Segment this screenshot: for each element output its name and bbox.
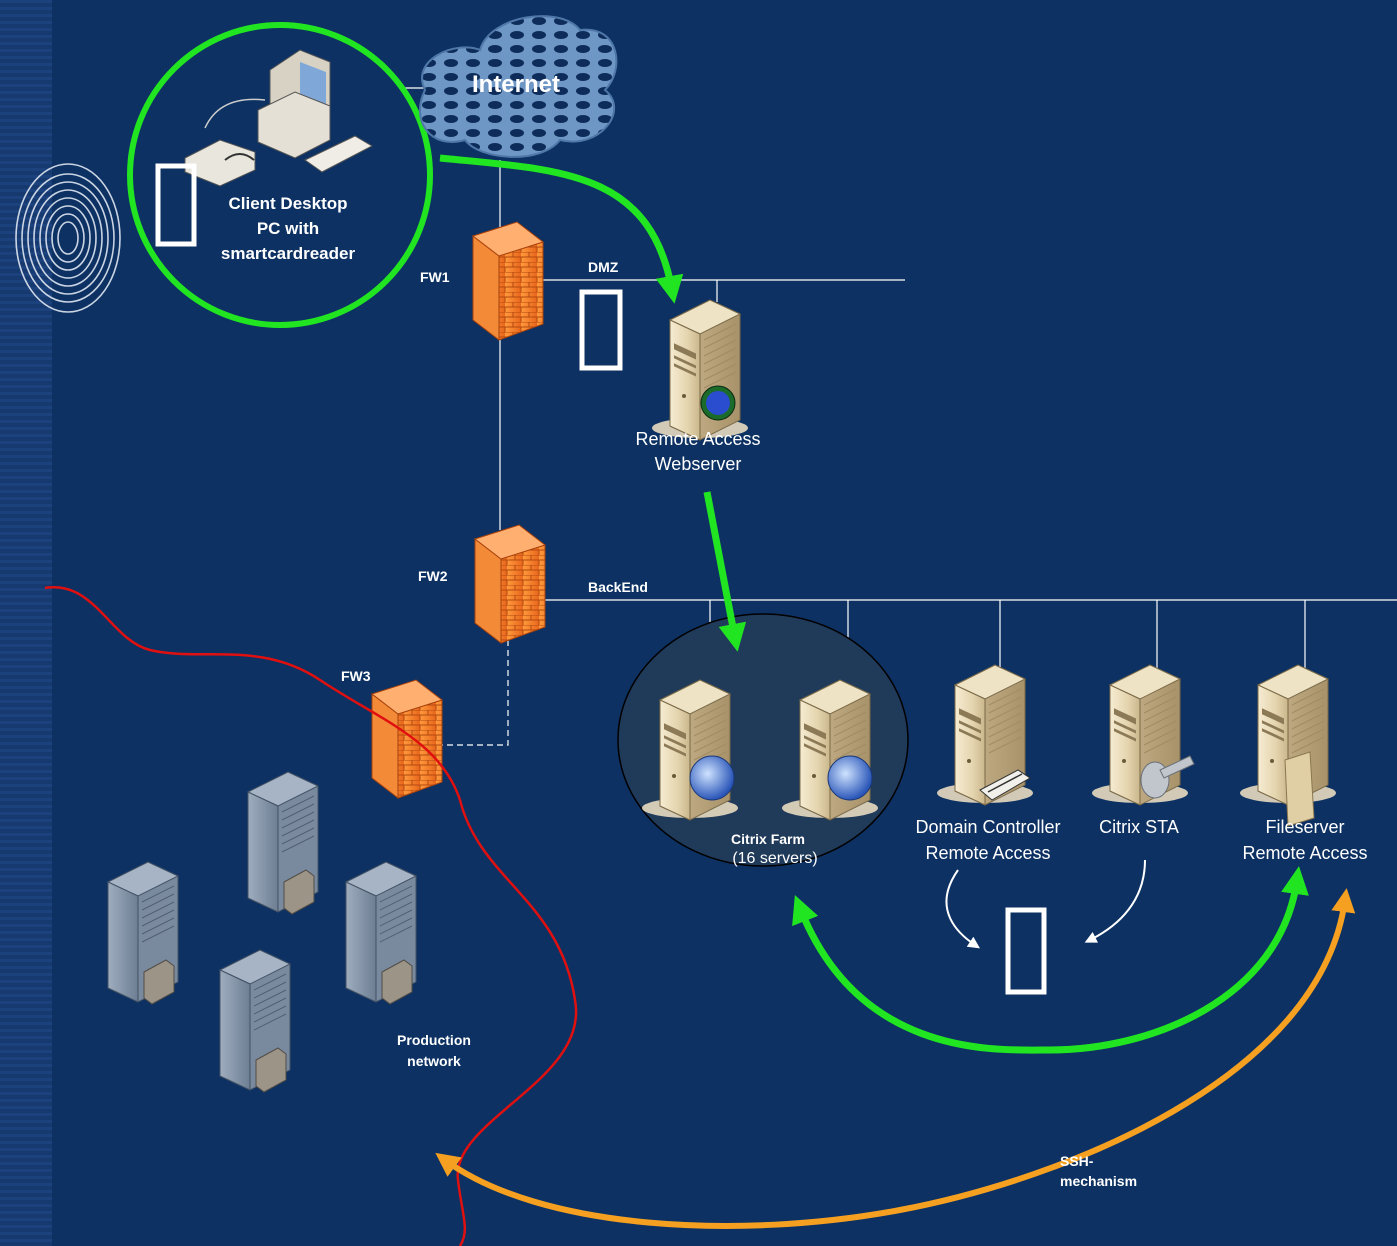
webserver-label-line1: Remote Access bbox=[635, 429, 760, 449]
webserver-to-citrix-arrow bbox=[703, 491, 747, 652]
backend-label: BackEnd bbox=[588, 579, 648, 595]
citrix-farm-count: (16 servers) bbox=[732, 850, 817, 867]
domain-controller-label-line2: Remote Access bbox=[925, 843, 1050, 863]
firewall-fw3-icon bbox=[371, 679, 443, 799]
dmz-certificate-icon bbox=[579, 289, 623, 371]
production-label-line1: Production bbox=[397, 1032, 471, 1048]
ssh-mechanism-arrow bbox=[435, 888, 1356, 1229]
smartcard-icon bbox=[155, 163, 197, 247]
webserver-icon[interactable] bbox=[651, 299, 749, 441]
firewall-fw1-icon bbox=[472, 221, 544, 341]
fw3-label: FW3 bbox=[341, 668, 371, 684]
webserver-label-line2: Webserver bbox=[655, 454, 742, 474]
client-to-webserver-arrow bbox=[439, 154, 684, 304]
fileserver-label-line1: Fileserver bbox=[1265, 817, 1344, 837]
client-desktop-pc[interactable] bbox=[127, 22, 433, 328]
dc-to-cert-arrow bbox=[945, 869, 980, 949]
citrix-fileserver-arrow bbox=[792, 866, 1309, 1054]
domain-controller-label-line1: Domain Controller bbox=[915, 817, 1060, 837]
dmz-label: DMZ bbox=[588, 259, 619, 275]
ssh-label-line1: SSH- bbox=[1060, 1153, 1094, 1169]
citrix-sta-label: Citrix STA bbox=[1099, 817, 1179, 837]
internet-label: Internet bbox=[472, 71, 560, 98]
client-label-line1: Client Desktop bbox=[228, 194, 347, 213]
fw1-label: FW1 bbox=[420, 269, 450, 285]
citrix-farm-title: Citrix Farm bbox=[731, 831, 805, 847]
ssh-label-line2: mechanism bbox=[1060, 1173, 1137, 1189]
network-links bbox=[335, 87, 1397, 746]
production-servers bbox=[107, 771, 417, 1093]
production-label-line2: network bbox=[407, 1053, 461, 1069]
fw2-label: FW2 bbox=[418, 568, 448, 584]
firewall-fw2-icon bbox=[474, 524, 546, 644]
backend-certificate-icon bbox=[1005, 907, 1047, 995]
fingerprint-icon bbox=[15, 163, 121, 313]
citrix-sta-icon[interactable] bbox=[1091, 664, 1189, 806]
fileserver-label-line2: Remote Access bbox=[1242, 843, 1367, 863]
client-label-line2: PC with bbox=[257, 219, 319, 238]
client-label-line3: smartcardreader bbox=[221, 244, 356, 263]
sta-to-cert-arrow bbox=[1084, 859, 1146, 943]
decorative-left-strip bbox=[0, 0, 52, 1246]
internet-cloud bbox=[419, 15, 618, 158]
